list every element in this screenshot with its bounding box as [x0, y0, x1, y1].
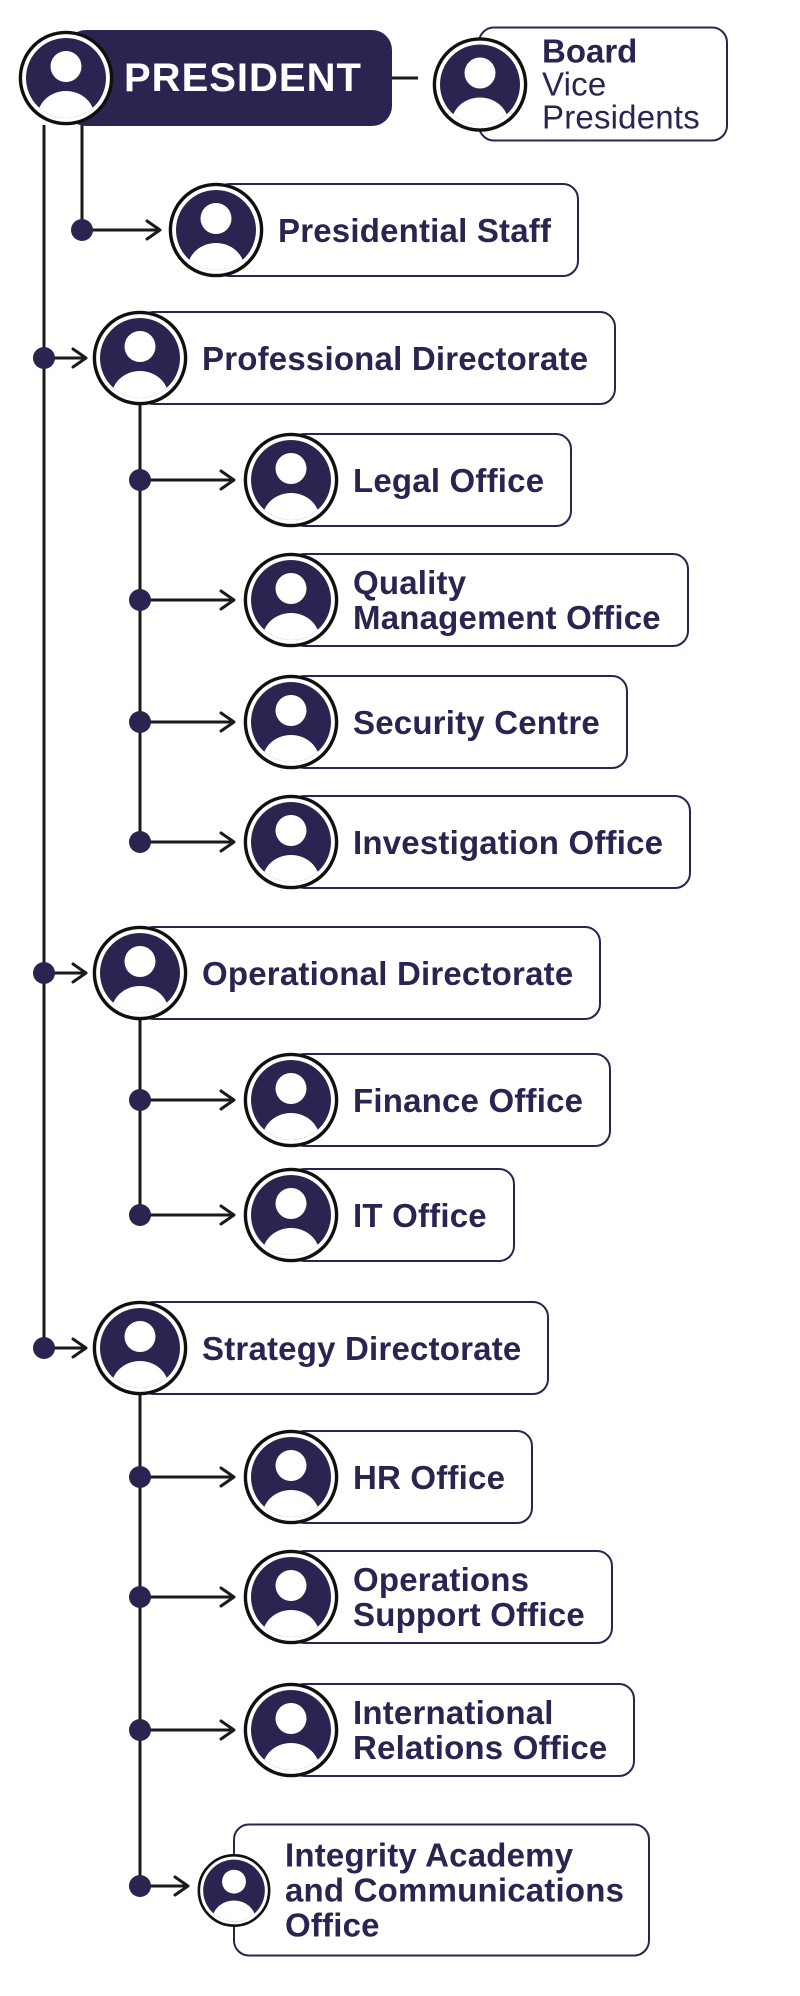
- person-icon: [197, 1853, 271, 1927]
- node-label: International Relations Office: [353, 1694, 608, 1766]
- node-box: Integrity Academy and Communications Off…: [233, 1823, 651, 1957]
- person-icon: [243, 794, 339, 890]
- node-strategy-directorate: Strategy Directorate: [92, 1300, 550, 1396]
- node-president: PRESIDENT: [18, 30, 392, 126]
- node-label: Professional Directorate: [202, 339, 589, 377]
- node-integrity-academy-office: Integrity Academy and Communications Off…: [197, 1823, 651, 1957]
- node-box: Finance Office: [289, 1053, 612, 1147]
- node-box: Quality Management Office: [289, 553, 689, 647]
- node-label: IT Office: [353, 1196, 487, 1234]
- node-quality-management-office: Quality Management Office: [243, 552, 689, 648]
- node-finance-office: Finance Office: [243, 1052, 612, 1148]
- node-box: Strategy Directorate: [138, 1301, 550, 1395]
- node-box: Operational Directorate: [138, 926, 602, 1020]
- person-icon: [18, 30, 114, 126]
- board-subtitle: Vice Presidents: [542, 65, 700, 136]
- node-label: Strategy Directorate: [202, 1329, 522, 1367]
- node-it-office: IT Office: [243, 1167, 515, 1263]
- node-international-relations-office: International Relations Office: [243, 1682, 636, 1778]
- person-icon: [243, 674, 339, 770]
- node-label: HR Office: [353, 1458, 506, 1496]
- node-legal-office: Legal Office: [243, 432, 573, 528]
- person-icon: [243, 1549, 339, 1645]
- node-label: Quality Management Office: [353, 564, 661, 636]
- board-title: Board: [542, 32, 638, 70]
- node-label: Operational Directorate: [202, 954, 574, 992]
- node-box: Board Vice Presidents: [478, 26, 728, 142]
- node-box: Presidential Staff: [214, 183, 580, 277]
- node-board-vice-presidents: Board Vice Presidents: [432, 26, 728, 142]
- person-icon: [243, 1429, 339, 1525]
- connector-dots: [33, 219, 151, 1897]
- person-icon: [168, 182, 264, 278]
- person-icon: [243, 1052, 339, 1148]
- node-box: Security Centre: [289, 675, 628, 769]
- person-icon: [243, 552, 339, 648]
- arrow-heads: [71, 219, 236, 1897]
- person-icon: [243, 1167, 339, 1263]
- node-label: Finance Office: [353, 1081, 584, 1119]
- person-icon: [243, 432, 339, 528]
- node-hr-office: HR Office: [243, 1429, 534, 1525]
- node-box: Operations Support Office: [289, 1550, 613, 1644]
- president-badge: PRESIDENT: [66, 30, 392, 126]
- node-label: Presidential Staff: [278, 211, 552, 249]
- node-box: Professional Directorate: [138, 311, 617, 405]
- person-icon: [92, 925, 188, 1021]
- node-box: International Relations Office: [289, 1683, 636, 1777]
- node-presidential-staff: Presidential Staff: [168, 182, 580, 278]
- president-label: PRESIDENT: [124, 55, 362, 100]
- node-professional-directorate: Professional Directorate: [92, 310, 617, 406]
- node-label: Integrity Academy and Communications Off…: [285, 1836, 625, 1944]
- node-label: Legal Office: [353, 461, 545, 499]
- node-investigation-office: Investigation Office: [243, 794, 692, 890]
- node-operational-directorate: Operational Directorate: [92, 925, 602, 1021]
- node-box: Investigation Office: [289, 795, 692, 889]
- person-icon: [243, 1682, 339, 1778]
- node-security-centre: Security Centre: [243, 674, 628, 770]
- person-icon: [432, 36, 528, 132]
- node-operations-support-office: Operations Support Office: [243, 1549, 613, 1645]
- node-label: Operations Support Office: [353, 1561, 585, 1633]
- person-icon: [92, 310, 188, 406]
- node-label: Security Centre: [353, 703, 600, 741]
- node-label: Investigation Office: [353, 823, 664, 861]
- person-icon: [92, 1300, 188, 1396]
